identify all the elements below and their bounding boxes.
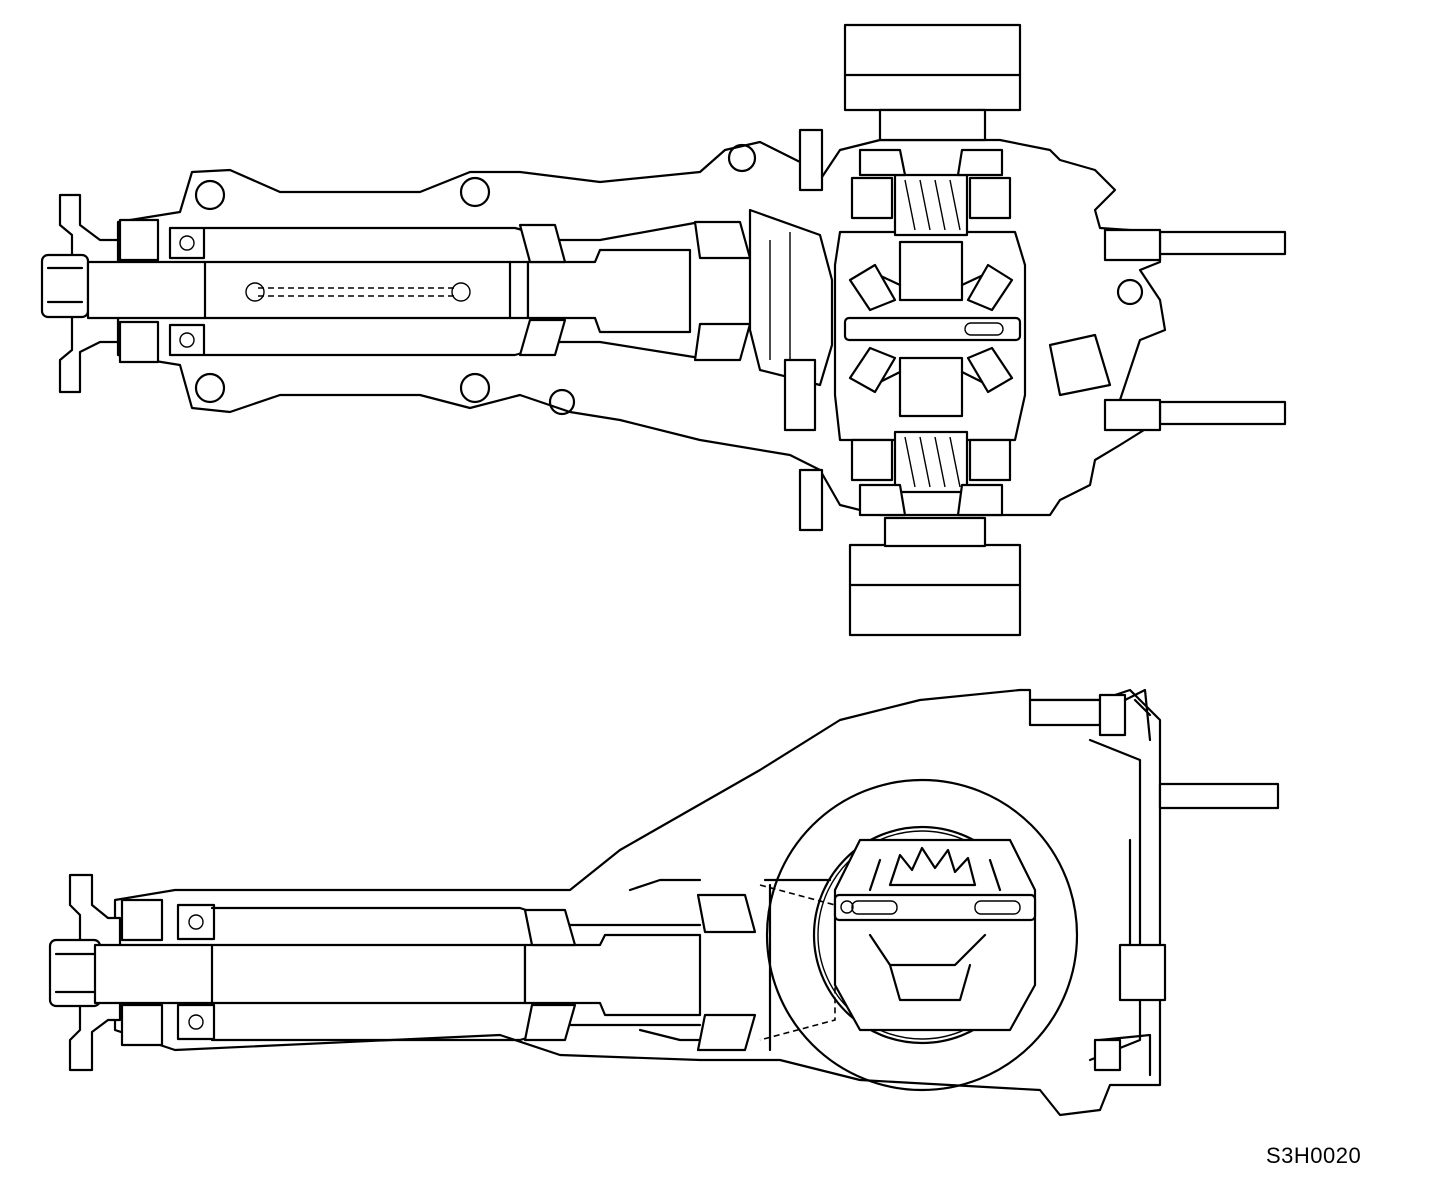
top-oil-passage — [258, 288, 458, 296]
side-view — [50, 690, 1278, 1115]
side-cross-shaft — [835, 895, 1035, 920]
top-stud-lower — [1160, 402, 1285, 424]
side-pinion-bearing-rear — [525, 910, 575, 945]
top-side-flange-lower — [850, 545, 1020, 635]
top-pinion-gear — [750, 210, 832, 385]
figure-code: S3H0020 — [1266, 1143, 1362, 1168]
side-diff-case — [835, 840, 1035, 1030]
top-side-flange-upper — [845, 25, 1020, 110]
top-pinion-bearing-rear — [520, 225, 565, 262]
side-ring-gear — [767, 780, 1077, 1090]
top-pinion-cross-shaft — [845, 318, 1020, 340]
top-view — [42, 25, 1285, 635]
top-pinion-bearing-front — [695, 222, 750, 258]
top-stud-upper — [1160, 232, 1285, 254]
top-pinion-shaft — [88, 262, 528, 318]
side-pinion-shaft — [95, 945, 525, 1003]
top-nut — [42, 255, 88, 317]
side-pinion-bearing-front — [698, 895, 755, 932]
side-nut — [50, 940, 100, 1006]
side-pinion-gear-teeth — [890, 848, 975, 885]
side-stud — [1160, 784, 1278, 808]
